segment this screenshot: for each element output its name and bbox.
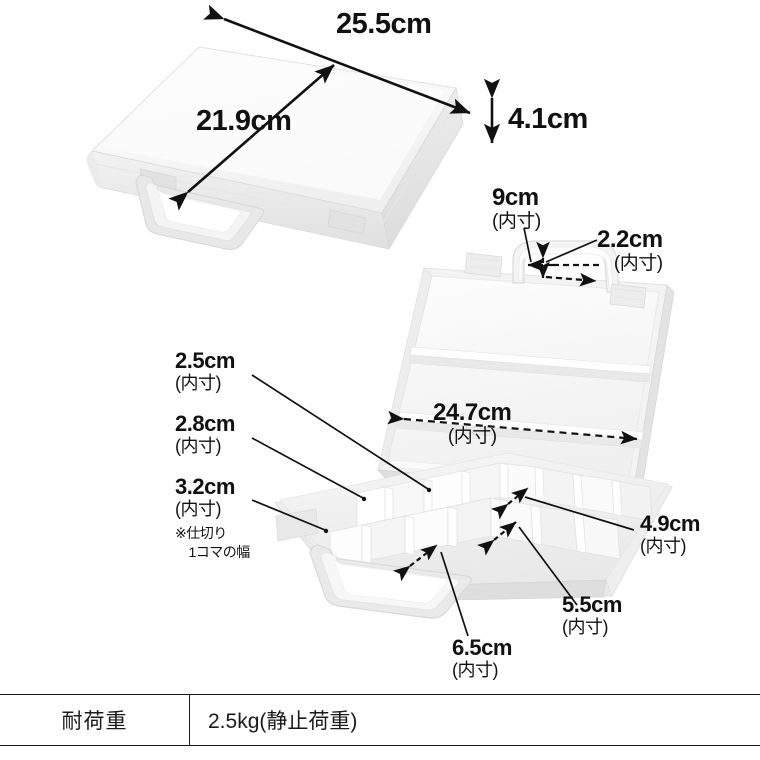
arrow-compartment-5-5cm (477, 521, 517, 556)
open-case-dimension-arrows (251, 227, 638, 637)
dimension-value: 9cm (492, 184, 539, 211)
dimension-label-divider-2-8cm: 2.8cm (内寸) (175, 411, 235, 456)
dimension-value: 2.8cm (175, 411, 235, 436)
arrow-compartment-4-9cm (491, 487, 529, 520)
dimension-label-handle-9cm: 9cm (内寸) (492, 184, 541, 232)
dimension-label-divider-3-2cm: 3.2cm (内寸) (175, 474, 235, 519)
leader-6-5cm (440, 551, 469, 637)
dimension-note: (内寸) (640, 536, 686, 556)
dimension-label-compartment-5-5cm: 5.5cm (内寸) (562, 592, 622, 637)
dimension-note: (内寸) (613, 253, 663, 274)
leader-2-5cm (251, 374, 429, 490)
dimension-label-depth-21-9cm: 21.9cm (196, 105, 292, 137)
leader-3-2cm (251, 499, 326, 531)
dimension-note: (内寸) (175, 436, 221, 456)
dimension-value: 4.9cm (640, 511, 700, 536)
dimension-label-width-25-5cm: 25.5cm (336, 8, 432, 40)
arrow-lid-24-7cm (387, 410, 638, 445)
dimension-value: 24.7cm (433, 399, 512, 426)
dimension-value: 5.5cm (562, 592, 622, 617)
spec-row-label: 耐荷重 (0, 695, 190, 745)
leader-2-8cm (251, 437, 364, 499)
dimension-value: 4.1cm (508, 103, 588, 135)
dimension-value: 6.5cm (452, 635, 512, 660)
leader-9cm (523, 227, 532, 263)
dimension-value: 21.9cm (196, 105, 292, 137)
dimension-value: 25.5cm (336, 8, 432, 40)
dimension-value: 2.2cm (597, 226, 663, 253)
dimension-label-lid-24-7cm: 24.7cm (内寸) (433, 399, 512, 447)
dimension-label-compartment-6-5cm: 6.5cm (内寸) (452, 635, 512, 680)
dimension-note: (内寸) (452, 660, 498, 680)
closed-case-illustration (86, 46, 464, 251)
dimension-note: (内寸) (447, 426, 497, 447)
dimension-label-handle-2-2cm: 2.2cm (内寸) (597, 226, 663, 274)
arrow-width-25-5cm (203, 4, 471, 115)
arrow-depth-21-9cm (168, 64, 335, 211)
dimension-label-divider-2-5cm: 2.5cm (内寸) (175, 348, 235, 393)
leader-4-9cm (524, 496, 635, 531)
dimension-value: 2.5cm (175, 348, 235, 373)
dimension-value: 3.2cm (175, 474, 235, 499)
closed-case-dimension-arrows (168, 4, 501, 211)
dimension-label-height-4-1cm: 4.1cm (508, 105, 588, 134)
dimension-note: (内寸) (562, 617, 608, 637)
leader-5-5cm (518, 526, 578, 606)
dimension-note: (内寸) (175, 373, 221, 393)
divider-footnote: ※仕切り 1コマの幅 (175, 525, 250, 560)
arrow-compartment-6-5cm (392, 544, 438, 582)
leader-2-2cm (545, 239, 598, 263)
dimension-note: (内寸) (175, 499, 221, 519)
specification-table: 耐荷重 2.5kg(静止荷重) (0, 694, 760, 746)
dimension-label-compartment-4-9cm: 4.9cm (内寸) (640, 511, 700, 556)
dimension-note: (内寸) (492, 211, 541, 232)
arrow-handle-2-2cm-run (545, 272, 597, 287)
spec-row-value: 2.5kg(静止荷重) (208, 710, 358, 733)
